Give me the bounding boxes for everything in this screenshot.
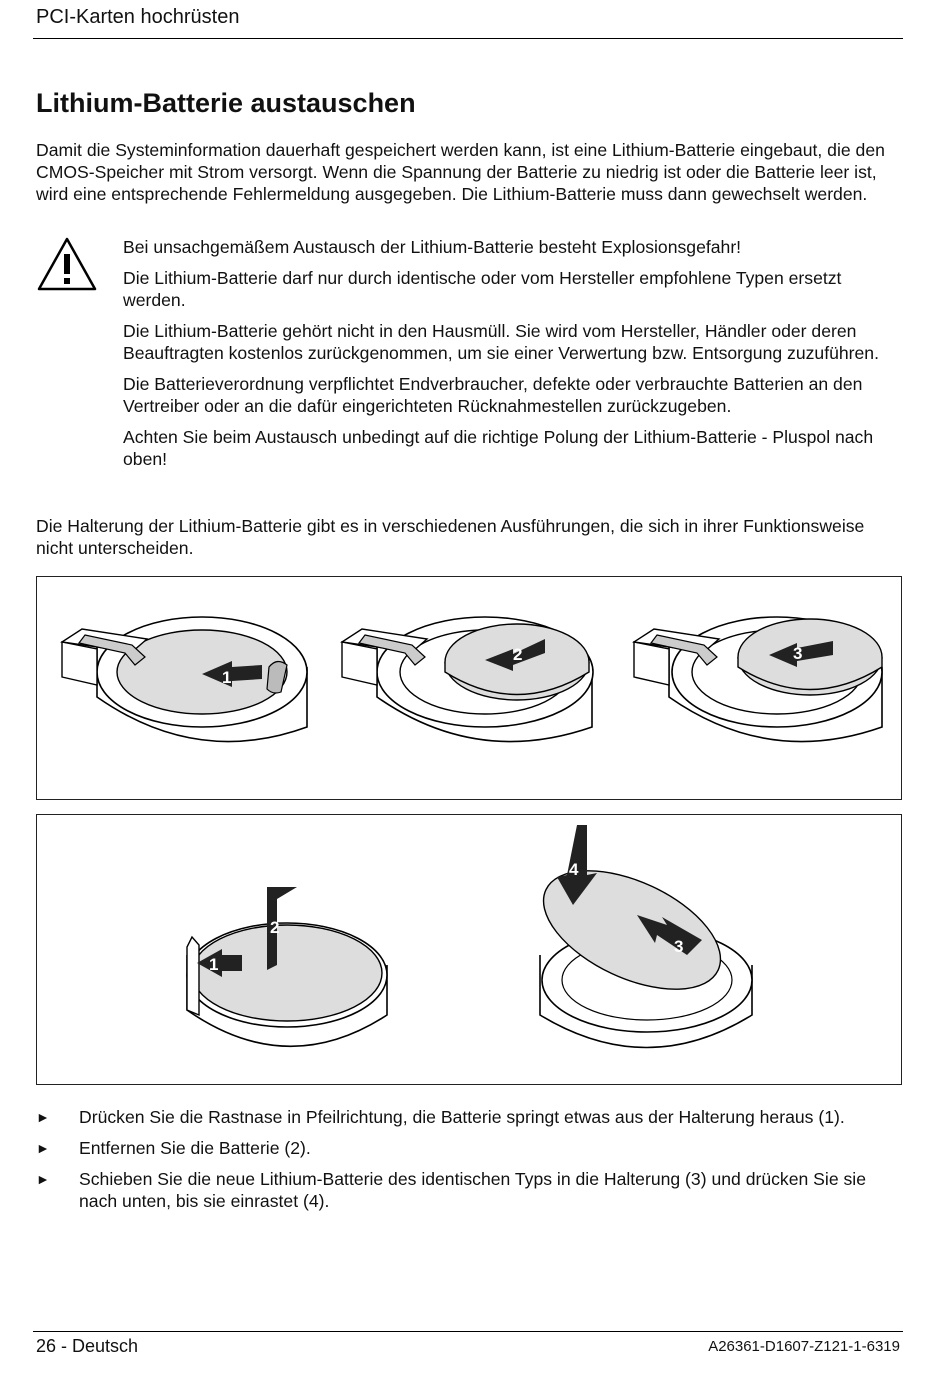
page-header-title: PCI-Karten hochrüsten xyxy=(36,6,240,28)
warning-paragraph: Bei unsachgemäßem Austausch der Lithium-… xyxy=(123,237,742,257)
warning-triangle-icon xyxy=(37,237,97,291)
list-item: ► Schieben Sie die neue Lithium-Batterie… xyxy=(36,1168,906,1212)
step-label-4: 4 xyxy=(569,860,579,879)
warning-block: Bei unsachgemäßem Austausch der Lithium-… xyxy=(123,236,893,479)
holder-note-paragraph: Die Halterung der Lithium-Batterie gibt … xyxy=(36,516,865,558)
step-label-2: 2 xyxy=(513,645,522,664)
list-item: ► Drücken Sie die Rastnase in Pfeilricht… xyxy=(36,1106,906,1128)
warning-paragraph: Die Lithium-Batterie gehört nicht in den… xyxy=(123,321,879,363)
step-text: Entfernen Sie die Batterie (2). xyxy=(79,1138,311,1158)
step-label-3: 3 xyxy=(793,644,802,663)
triangle-bullet-icon: ► xyxy=(36,1109,50,1125)
instruction-steps-list: ► Drücken Sie die Rastnase in Pfeilricht… xyxy=(36,1106,906,1221)
battery-holder-illustration: 4 3 xyxy=(539,825,753,1049)
step-label-1: 1 xyxy=(209,955,218,974)
step-text: Schieben Sie die neue Lithium-Batterie d… xyxy=(79,1169,866,1211)
step-label-1: 1 xyxy=(222,668,231,687)
step-text: Drücken Sie die Rastnase in Pfeilrichtun… xyxy=(79,1107,845,1127)
warning-paragraph: Die Batterieverordnung verpflichtet Endv… xyxy=(123,374,863,416)
battery-holder-illustration: 1 2 xyxy=(186,887,388,1048)
list-item: ► Entfernen Sie die Batterie (2). xyxy=(36,1137,906,1159)
step-label-2: 2 xyxy=(270,918,279,937)
battery-holder-illustration xyxy=(632,616,883,743)
warning-paragraph: Achten Sie beim Austausch unbedingt auf … xyxy=(123,427,874,469)
battery-holder-illustration xyxy=(340,616,594,743)
footer-rule xyxy=(33,1331,903,1332)
header-rule xyxy=(33,38,903,39)
triangle-bullet-icon: ► xyxy=(36,1171,50,1187)
figure-battery-insert-row: 1 2 4 3 xyxy=(36,814,902,1085)
figure-battery-removal-row: 1 2 3 xyxy=(36,576,902,800)
step-label-3: 3 xyxy=(674,937,683,956)
footer-document-number: A26361-D1607-Z121-1-6319 xyxy=(708,1338,900,1355)
footer-page-number: 26 - Deutsch xyxy=(36,1336,139,1356)
triangle-bullet-icon: ► xyxy=(36,1140,50,1156)
battery-holder-illustration xyxy=(60,616,308,743)
section-heading: Lithium-Batterie austauschen xyxy=(36,88,416,118)
intro-paragraph: Damit die Systeminformation dauerhaft ge… xyxy=(36,140,885,204)
warning-paragraph: Die Lithium-Batterie darf nur durch iden… xyxy=(123,268,842,310)
